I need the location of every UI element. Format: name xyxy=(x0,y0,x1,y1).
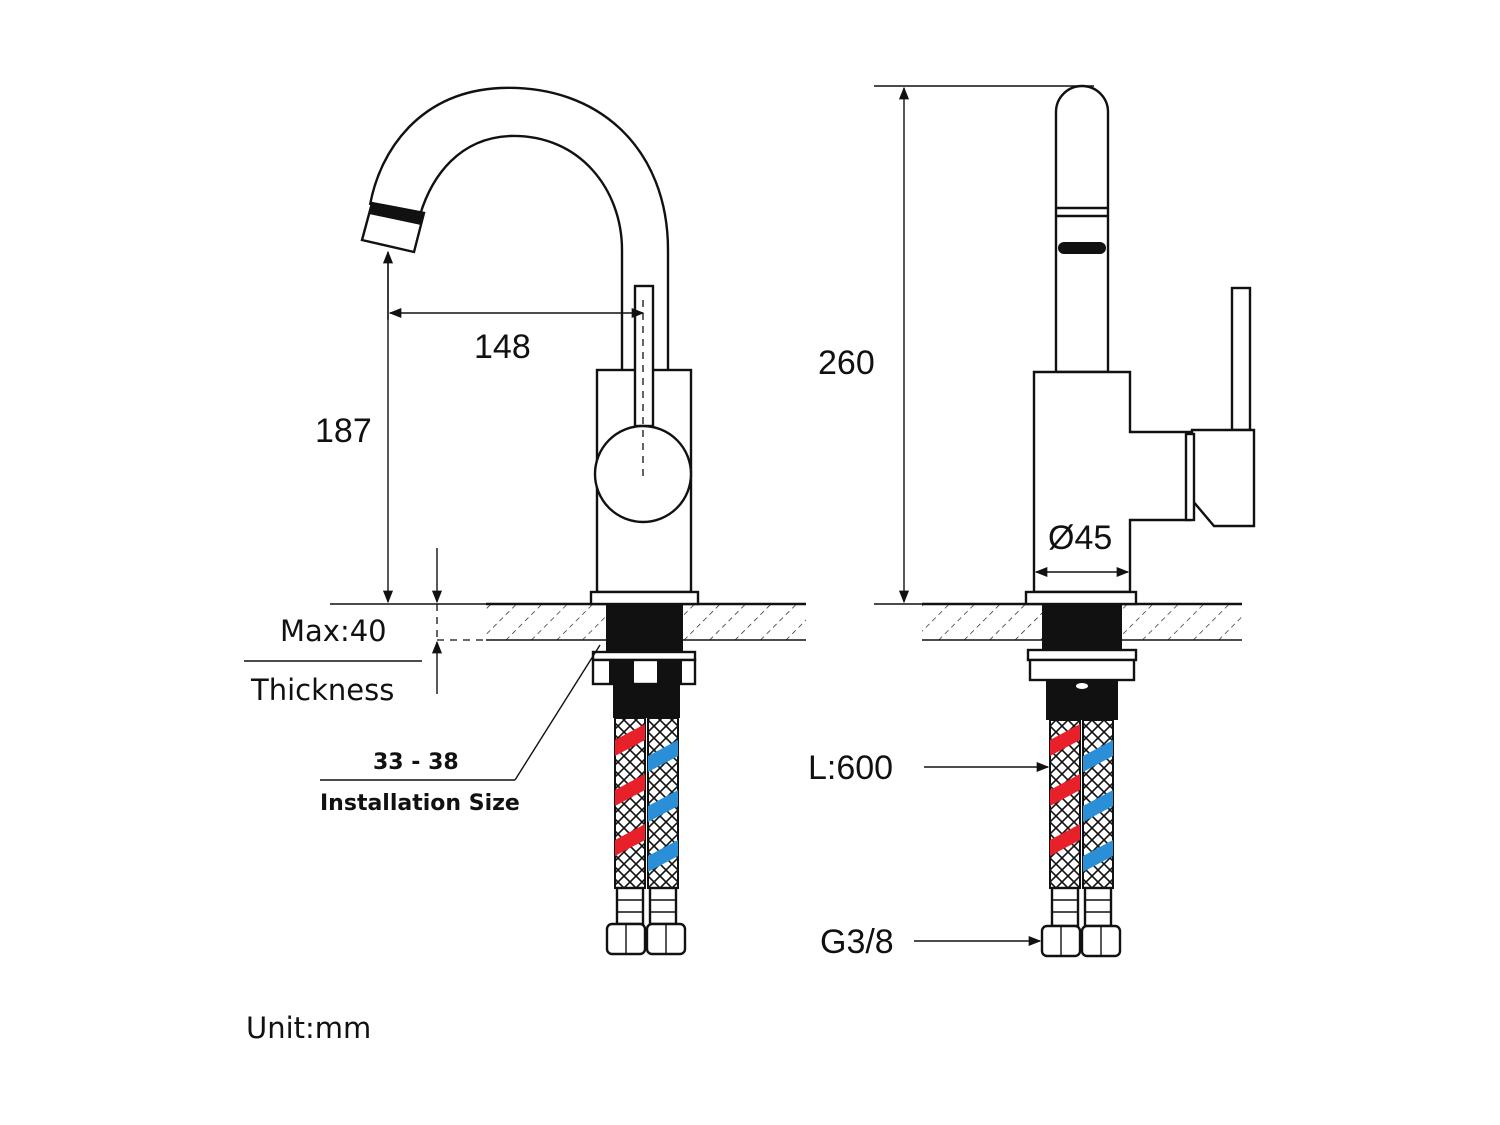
hose-fittings-left xyxy=(605,886,687,956)
unit-label: Unit:mm xyxy=(246,1011,371,1045)
install-size-value: 33 - 38 xyxy=(373,750,459,775)
dim-148-label: 148 xyxy=(474,328,531,366)
side-view: 260 Ø45 L:600 G3/8 xyxy=(808,84,1256,961)
shank-lower xyxy=(613,684,680,718)
spout-side xyxy=(1054,84,1110,374)
base-flange-front xyxy=(589,590,700,606)
shank-side xyxy=(1042,604,1122,650)
hot-hose-right xyxy=(1049,719,1081,889)
shank-upper xyxy=(606,604,683,652)
install-size-label: Installation Size xyxy=(320,791,520,816)
dim-260-label: 260 xyxy=(818,344,875,382)
spout xyxy=(360,86,670,370)
hose-length-label: L:600 xyxy=(808,749,893,787)
thickness-label: Thickness xyxy=(250,673,394,707)
thread-label: G3/8 xyxy=(820,923,894,961)
dim-45-label: Ø45 xyxy=(1048,519,1112,557)
handle-block-side xyxy=(1190,428,1256,528)
cold-hose-right xyxy=(1082,719,1114,889)
dim-187-label: 187 xyxy=(315,412,372,450)
hot-stripes xyxy=(615,724,645,856)
handle-lever-front xyxy=(633,284,655,428)
faucet-body-side xyxy=(1032,370,1192,594)
base-flange-side xyxy=(1024,590,1138,606)
handle-lever-side xyxy=(1230,286,1252,432)
hot-hose-left xyxy=(614,717,646,889)
mounting-washer xyxy=(591,650,697,662)
front-view: 148 187 Max:40 Thickness 33 - 38 Install… xyxy=(244,86,806,956)
cold-hose-left xyxy=(647,717,679,889)
max-thickness-label: Max:40 xyxy=(280,614,387,648)
hose-fittings-right xyxy=(1040,886,1122,958)
